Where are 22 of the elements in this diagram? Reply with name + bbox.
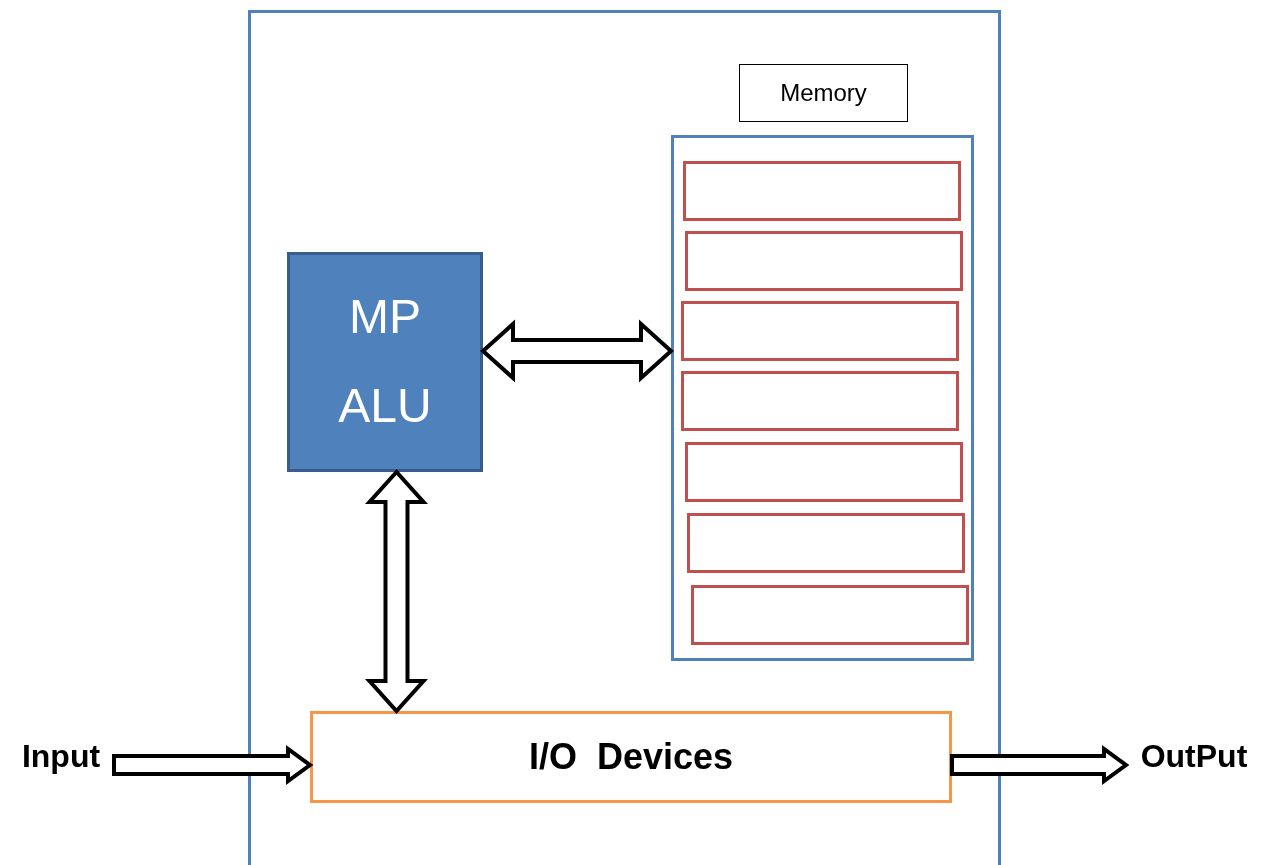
box-label: Memory <box>780 79 867 107</box>
io-devices-box <box>310 711 952 803</box>
memory-cell <box>685 442 963 502</box>
box-label: I/O Devices <box>528 737 734 777</box>
block-arrow <box>365 469 428 714</box>
memory-cell <box>681 371 959 431</box>
processor-box <box>287 252 483 472</box>
block-arrow <box>950 745 1130 785</box>
io-label: Input <box>21 739 101 775</box>
block-arrow <box>480 319 674 383</box>
memory-cell <box>685 231 963 291</box>
system-frame <box>248 10 1001 865</box>
memory-cell <box>687 513 965 573</box>
memory-cell <box>691 585 969 645</box>
unit-label: ALU <box>338 380 432 433</box>
memory-block <box>671 135 974 661</box>
memory-cell <box>683 161 961 221</box>
memory-label-box <box>739 64 908 122</box>
io-label: OutPut <box>1140 739 1248 775</box>
block-arrow <box>112 745 314 785</box>
unit-label: MP <box>349 291 421 344</box>
memory-cell <box>681 301 959 361</box>
